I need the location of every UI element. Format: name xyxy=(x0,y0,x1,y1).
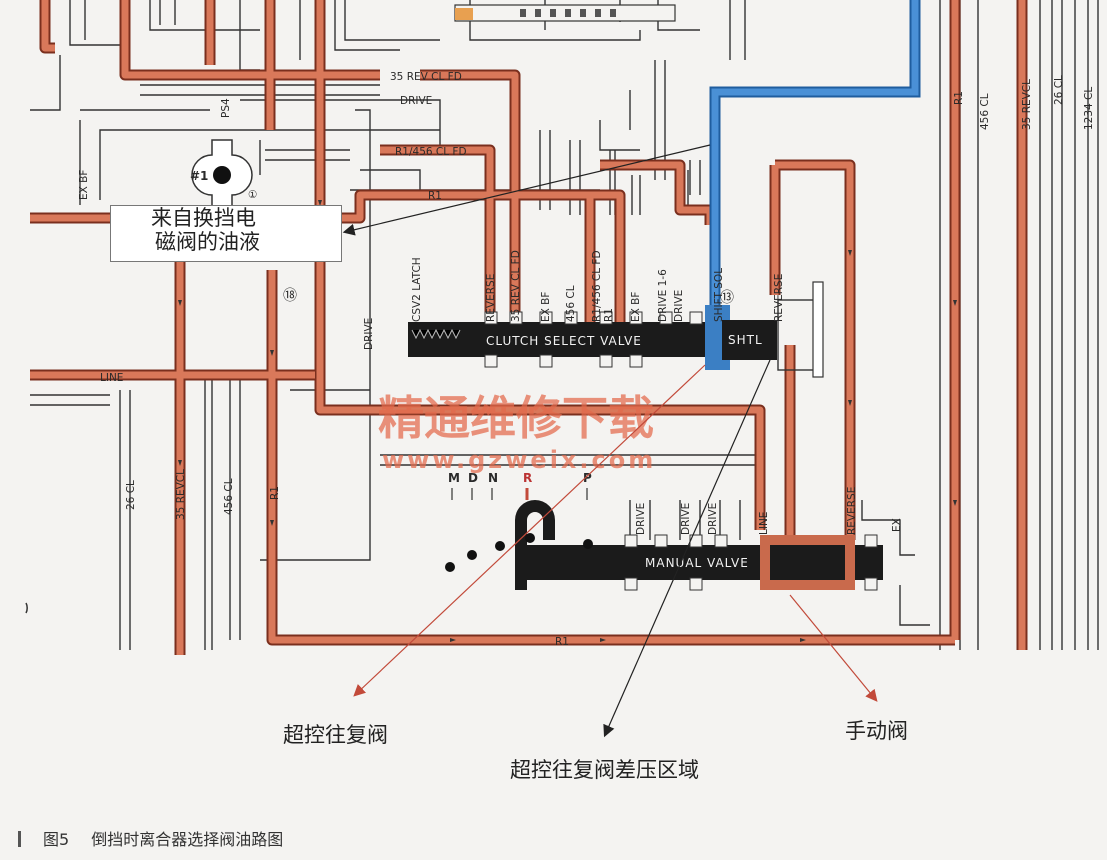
manual-port-label: LINE xyxy=(758,512,770,535)
r1-top-label: R1 xyxy=(428,190,442,202)
valve-port-label: 35 REV CL FD xyxy=(510,250,522,322)
caption-bar xyxy=(18,831,21,847)
manual-valve-label: MANUAL VALVE xyxy=(645,556,749,570)
edge-mark-icon xyxy=(25,602,28,614)
watermark: 精通维修下载 www.gzweix.com xyxy=(378,391,656,474)
watermark-url: www.gzweix.com xyxy=(382,446,656,474)
ex-bf-label: EX BF xyxy=(78,170,90,200)
valve-port-label: R1/456 CL FD xyxy=(591,250,603,322)
port-ring-label: ⑬ xyxy=(720,290,734,306)
rev-cl-fd-label: 35 REV CL FD xyxy=(390,71,462,83)
right-column-label: 26 CL xyxy=(1053,75,1065,105)
ring-b-label: ⑱ xyxy=(283,288,297,304)
pressurized-passages xyxy=(30,0,1028,655)
drive-top-label: DRIVE xyxy=(400,95,432,107)
cl26-left-label: 26 CL xyxy=(125,480,137,510)
manual-position-p: P xyxy=(583,471,592,485)
caption-title: 倒挡时离合器选择阀油路图 xyxy=(91,830,284,849)
ps4-label: PS4 xyxy=(220,98,232,118)
callout-line-2: 磁阀的油液 xyxy=(155,230,260,254)
r1-bottom-label: R1 xyxy=(555,636,569,648)
top-connector xyxy=(454,4,676,22)
ring-a-label: ① xyxy=(248,189,257,201)
valve-port-label: 456 CL xyxy=(565,285,577,322)
shtl-label: SHTL xyxy=(728,333,763,347)
detent-dots xyxy=(445,533,593,572)
valve-port-label: R1 xyxy=(603,308,615,322)
check-ball-icon xyxy=(213,166,231,184)
right-column-label: 456 CL xyxy=(979,93,991,130)
solenoid-signal-passage xyxy=(709,0,921,330)
valve-port-label: EX BF xyxy=(630,292,642,322)
line-left-label: LINE xyxy=(100,372,123,384)
top-passage-labels: 35 REV CL FD DRIVE R1/456 CL FD R1 xyxy=(390,71,467,202)
manual-valve-ports: DRIVE DRIVE DRIVE LINE REVERSE EX xyxy=(635,487,903,535)
manual-position-r: R xyxy=(523,471,532,485)
valve-port-label: SHIFT SOL xyxy=(713,268,725,322)
valve-port-label: DRIVE xyxy=(673,290,685,322)
callout-line-1: 来自换挡电 xyxy=(151,206,256,230)
manual-position-m: M xyxy=(448,471,460,485)
rev35-left-label: 35 REVCL xyxy=(175,469,187,520)
check-ball-assembly: #1 ① ⑱ PS4 EX BF xyxy=(78,98,297,304)
valve-port-label: REVERSE xyxy=(773,274,785,322)
drive-left-label: DRIVE xyxy=(363,318,375,350)
caption-fig: 图5 xyxy=(43,830,70,849)
solenoid-fluid-callout: 来自换挡电 磁阀的油液 xyxy=(110,205,342,262)
override-annotation: 超控往复阀 xyxy=(283,723,388,747)
watermark-text: 精通维修下载 xyxy=(378,391,654,445)
right-column-label: R1 xyxy=(953,91,965,105)
valve-port-label: CSV2 LATCH xyxy=(411,257,423,322)
manual-position-n: N xyxy=(488,471,498,485)
pressure-annotation: 超控往复阀差压区域 xyxy=(510,758,699,782)
right-passage-labels: R1 456 CL 35 REVCL 26 CL 1234 CL xyxy=(953,75,1095,130)
valve-port-labels: CSV2 LATCH REVERSE 35 REV CL FD EX BF 456 CL… xyxy=(411,250,785,322)
right-column-label: 35 REVCL xyxy=(1021,79,1033,130)
manual-annotation: 手动阀 xyxy=(845,719,908,743)
left-passage-labels: LINE DRIVE 26 CL 35 REVCL 456 CL R1 R1 xyxy=(100,318,569,648)
valve-port-label: REVERSE xyxy=(485,274,497,322)
valve-port-label: DRIVE 1-6 xyxy=(657,269,669,322)
figure-caption: 图5 倒挡时离合器选择阀油路图 xyxy=(18,826,283,850)
r1-456-label: R1/456 CL FD xyxy=(395,146,467,158)
check-ball-label: #1 xyxy=(190,169,208,183)
r1-left-label: R1 xyxy=(269,486,281,500)
manual-valve: MANUAL VALVE xyxy=(445,500,883,591)
clutch-select-valve-label: CLUTCH SELECT VALVE xyxy=(486,334,642,348)
manual-position-d: D xyxy=(468,471,478,485)
cl456-left-label: 456 CL xyxy=(223,478,235,515)
outline-passages xyxy=(30,0,1099,650)
leader-lines xyxy=(342,144,878,738)
manual-port-label: DRIVE xyxy=(680,503,692,535)
right-column-label: 1234 CL xyxy=(1083,87,1095,130)
clutch-select-valve: CLUTCH SELECT VALVE SHTL ⑬ xyxy=(408,281,824,378)
manual-port-label: DRIVE xyxy=(707,503,719,535)
manual-port-label: DRIVE xyxy=(635,503,647,535)
manual-port-label: EX xyxy=(891,518,903,532)
valve-port-label: EX BF xyxy=(540,292,552,322)
manual-port-label: REVERSE xyxy=(846,487,858,535)
